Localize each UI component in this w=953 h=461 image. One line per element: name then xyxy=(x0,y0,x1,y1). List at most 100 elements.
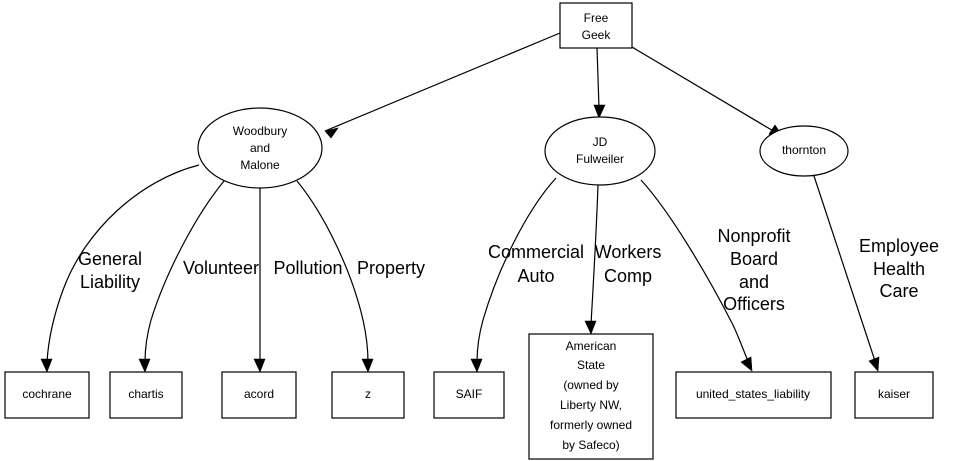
edge-label-general-liability: General Liability xyxy=(78,249,142,292)
edge-line xyxy=(476,177,557,363)
node-saif[interactable]: SAIF xyxy=(433,371,505,419)
arrowhead-icon xyxy=(40,358,53,373)
node-label-line: united_states_liability xyxy=(696,387,810,401)
node-thornton[interactable]: thornton xyxy=(759,125,849,177)
edge-woodbury-to-z xyxy=(296,180,374,373)
node-ellipse[interactable] xyxy=(197,107,323,189)
arrowhead-icon xyxy=(324,127,339,139)
edge-label-line: Pollution xyxy=(273,258,342,278)
edge-line xyxy=(631,46,776,133)
edge-label-volunteer: Volunteer xyxy=(183,258,259,278)
node-label-line: Free xyxy=(584,11,609,25)
node-cochrane[interactable]: cochrane xyxy=(4,371,90,419)
edge-line xyxy=(324,32,561,132)
edge-line xyxy=(596,47,600,109)
node-ellipse[interactable] xyxy=(759,125,849,177)
node-label-line: American xyxy=(566,339,617,353)
arrowhead-icon xyxy=(138,358,151,373)
edge-label-line: and xyxy=(739,272,769,292)
edge-label-line: Health xyxy=(873,259,925,279)
edge-label-line: Board xyxy=(730,249,778,269)
node-label-line: by Safeco) xyxy=(562,438,619,452)
edge-label-workers-comp: Workers Comp xyxy=(595,242,662,286)
node-woodbury-and-malone[interactable]: Woodbury and Malone xyxy=(197,107,323,189)
arrowhead-icon xyxy=(868,356,880,372)
node-label-line: and xyxy=(250,141,270,155)
edge-label-line: Officers xyxy=(723,294,785,314)
arrowhead-icon xyxy=(593,104,606,119)
node-box[interactable] xyxy=(675,371,832,419)
edge-label-commercial-auto: Commercial Auto xyxy=(488,242,584,286)
edge-label-line: Workers xyxy=(595,242,662,262)
node-label-line: (owned by xyxy=(563,378,618,392)
node-label-line: acord xyxy=(244,387,274,401)
node-label-line: formerly owned xyxy=(550,418,632,432)
edge-label-line: Property xyxy=(357,258,425,278)
edge-label-line: Nonprofit xyxy=(717,226,790,246)
edge-label-line: Comp xyxy=(604,266,652,286)
edge-woodbury-to-acord xyxy=(253,188,266,373)
edge-woodbury-to-chartis xyxy=(138,180,225,373)
node-united-states-liability[interactable]: united_states_liability xyxy=(675,371,832,419)
node-jd-fulweiler[interactable]: JD Fulweiler xyxy=(544,116,656,186)
node-label-line: SAIF xyxy=(456,387,483,401)
node-label-line: Fulweiler xyxy=(576,152,624,166)
node-kaiser[interactable]: kaiser xyxy=(854,371,934,419)
node-box[interactable] xyxy=(559,2,633,49)
edge-jd-fulweiler-to-american-state xyxy=(584,184,599,335)
node-label-line: Liberty NW, xyxy=(560,398,622,412)
node-label-line: Geek xyxy=(582,28,612,42)
node-free-geek[interactable]: Free Geek xyxy=(559,2,633,49)
edge-line xyxy=(640,179,749,362)
arrowhead-icon xyxy=(584,320,597,335)
node-box[interactable] xyxy=(4,371,90,419)
node-box[interactable] xyxy=(433,371,505,419)
edge-label-line: Liability xyxy=(80,272,140,292)
arrowhead-icon xyxy=(253,358,266,373)
edge-label-line: Care xyxy=(879,281,918,301)
edge-jd-fulweiler-to-saif xyxy=(470,177,557,373)
edge-label-property: Property xyxy=(357,258,425,278)
node-chartis[interactable]: chartis xyxy=(109,371,183,419)
node-label-line: z xyxy=(365,387,371,401)
node-label-line: JD xyxy=(593,135,608,149)
edge-label-line: Commercial xyxy=(488,242,584,262)
node-box[interactable] xyxy=(109,371,183,419)
edge-label-line: Volunteer xyxy=(183,258,259,278)
edge-free-geek-to-woodbury xyxy=(324,32,561,139)
edge-line xyxy=(296,180,369,363)
node-box[interactable] xyxy=(221,371,297,419)
node-label-line: cochrane xyxy=(22,387,72,401)
node-box[interactable] xyxy=(331,371,405,419)
edge-line xyxy=(590,184,599,325)
edge-free-geek-to-jd-fulweiler xyxy=(593,47,606,119)
edge-label-line: Auto xyxy=(517,266,554,286)
edge-line xyxy=(46,164,200,363)
node-label-line: State xyxy=(577,358,605,372)
node-american-state[interactable]: American State (owned by Liberty NW, for… xyxy=(528,333,654,460)
node-box[interactable] xyxy=(854,371,934,419)
edge-woodbury-to-cochrane xyxy=(40,164,200,373)
edge-line xyxy=(144,180,225,363)
arrowhead-icon xyxy=(740,356,753,372)
edge-label-line: Employee xyxy=(859,236,939,256)
node-label-line: chartis xyxy=(128,387,163,401)
node-label-line: Malone xyxy=(240,158,280,172)
edge-label-line: General xyxy=(78,249,142,269)
edge-jd-fulweiler-to-united-states-liability xyxy=(640,179,753,372)
arrowhead-icon xyxy=(361,358,374,373)
edge-thornton-to-kaiser xyxy=(813,175,880,372)
edge-line xyxy=(813,175,876,362)
node-ellipse[interactable] xyxy=(544,116,656,186)
node-label-line: Woodbury xyxy=(233,124,287,138)
node-label-line: thornton xyxy=(782,143,826,157)
node-z[interactable]: z xyxy=(331,371,405,419)
arrowhead-icon xyxy=(470,358,483,373)
node-label-line: kaiser xyxy=(878,387,910,401)
node-box[interactable] xyxy=(528,333,654,460)
node-acord[interactable]: acord xyxy=(221,371,297,419)
edge-label-nonprofit-board-and-officers: Nonprofit Board and Officers xyxy=(717,226,790,314)
edge-label-employee-health-care: Employee Health Care xyxy=(859,236,939,301)
